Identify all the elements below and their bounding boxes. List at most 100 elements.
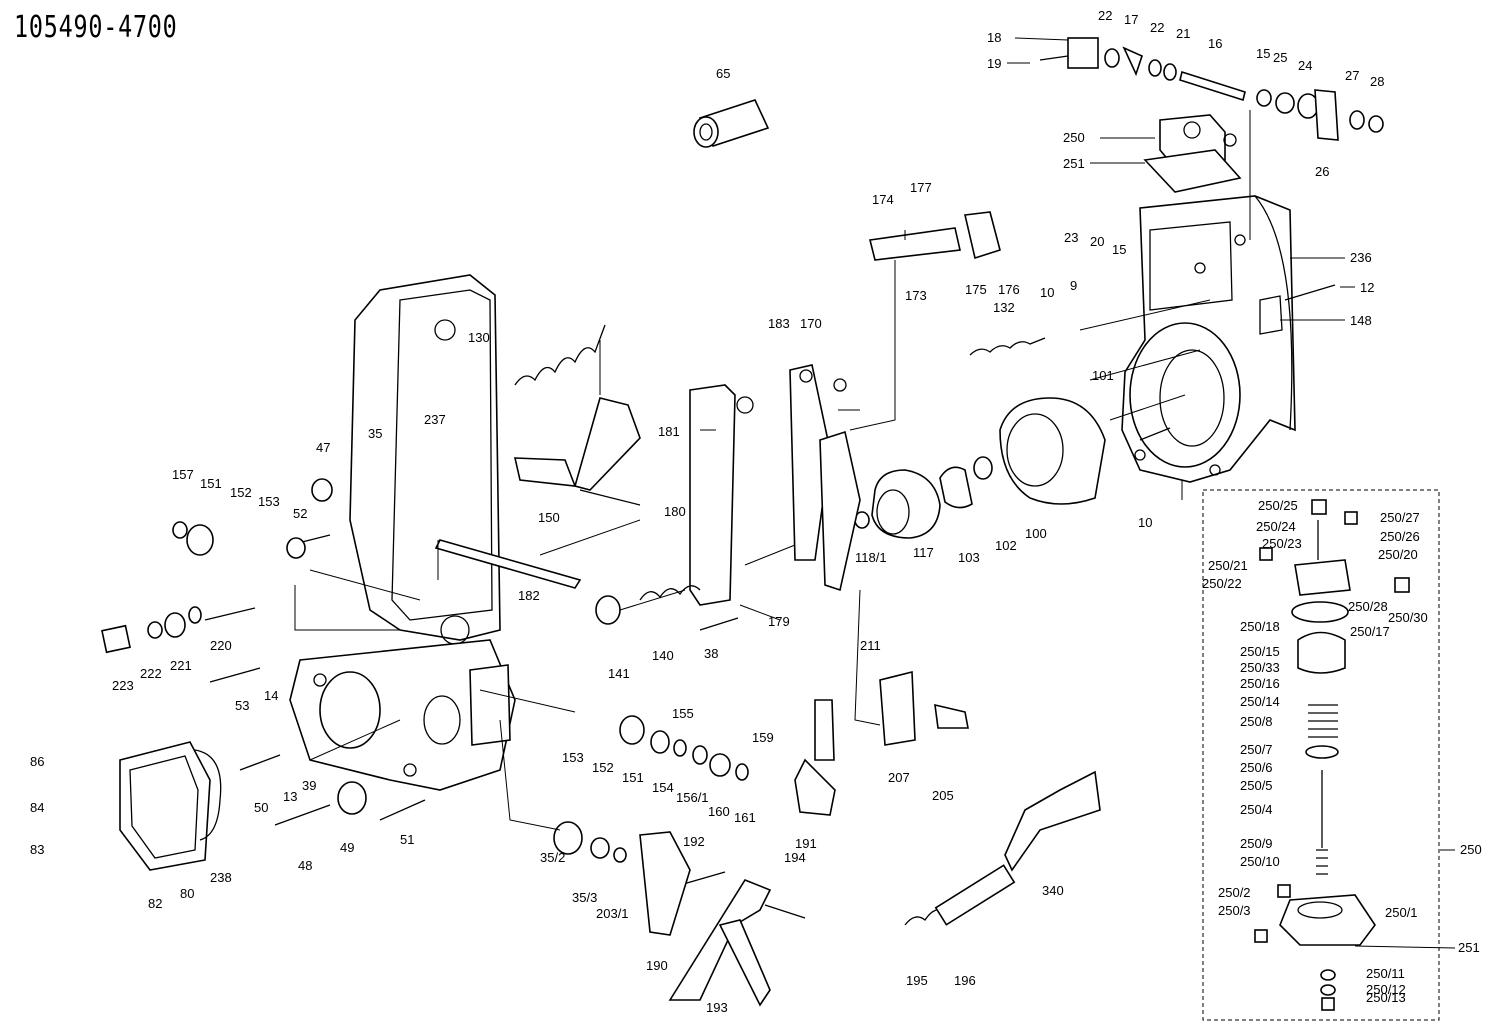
- part-label: 190: [646, 958, 668, 973]
- part-label: 250/33: [1240, 660, 1280, 675]
- assembly-250-box: [1202, 489, 1440, 1021]
- part-label: 132: [993, 300, 1015, 315]
- part-label: 161: [734, 810, 756, 825]
- part-label: 250/9: [1240, 836, 1273, 851]
- part-label: 19: [987, 56, 1001, 71]
- part-label: 238: [210, 870, 232, 885]
- part-label: 117: [913, 545, 934, 560]
- drawing-number: 105490-4700: [14, 10, 178, 45]
- part-label: 27: [1345, 68, 1359, 83]
- part-label: 175: [965, 282, 987, 297]
- bottom-parts: [553, 670, 1101, 1007]
- part-label: 25: [1273, 50, 1287, 65]
- part-label: 173: [905, 288, 927, 303]
- part-label: 250: [1460, 842, 1482, 857]
- part-label: 195: [906, 973, 928, 988]
- part-label: 150: [538, 510, 560, 525]
- part-label: 250/1: [1385, 905, 1418, 920]
- part-label: 250/12: [1366, 982, 1406, 997]
- part-label: 22: [1150, 20, 1164, 35]
- part-label: 182: [518, 588, 540, 603]
- part-label: 205: [932, 788, 954, 803]
- part-label: 251: [1063, 156, 1085, 171]
- part-label: 176: [998, 282, 1020, 297]
- part-label: 13: [283, 789, 297, 804]
- part-labels: 10 10 101 102 103 100 117 118/1 9 12 148…: [30, 8, 1482, 1015]
- part-label: 15: [1256, 46, 1270, 61]
- part-label: 22: [1098, 8, 1112, 23]
- part-label: 170: [800, 316, 822, 331]
- part-label: 251: [1458, 940, 1480, 955]
- part-label: 141: [608, 666, 630, 681]
- part-label: 118/1: [855, 550, 887, 565]
- part-label: 183: [768, 316, 790, 331]
- part-label: 250/15: [1240, 644, 1280, 659]
- part-label: 250/23: [1262, 536, 1302, 551]
- part-label: 222: [140, 666, 162, 681]
- part-label: 223: [112, 678, 134, 693]
- part-label: 65: [716, 66, 730, 81]
- coupling-sleeve: [693, 99, 770, 148]
- part-label: 28: [1370, 74, 1384, 89]
- part-label: 211: [860, 638, 881, 653]
- part-label: 250/30: [1388, 610, 1428, 625]
- part-label: 250/21: [1208, 558, 1248, 573]
- control-levers: [513, 211, 1001, 606]
- part-label: 16: [1208, 36, 1222, 51]
- part-label: 250/16: [1240, 676, 1280, 691]
- part-label: 250/11: [1366, 966, 1405, 981]
- part-label: 250/17: [1350, 624, 1390, 639]
- part-label: 153: [258, 494, 280, 509]
- part-label: 250/5: [1240, 778, 1273, 793]
- part-label: 153: [562, 750, 584, 765]
- part-label: 220: [210, 638, 232, 653]
- part-label: 250/10: [1240, 854, 1280, 869]
- part-label: 86: [30, 754, 44, 769]
- part-label: 250/24: [1256, 519, 1296, 534]
- part-label: 10: [1040, 285, 1054, 300]
- part-label: 155: [672, 706, 694, 721]
- part-label: 82: [148, 896, 162, 911]
- part-label: 181: [658, 424, 680, 439]
- part-label: 250/27: [1380, 510, 1420, 525]
- part-label: 159: [752, 730, 774, 745]
- fasteners: [101, 284, 1336, 919]
- part-label: 23: [1064, 230, 1078, 245]
- end-cover: [119, 741, 222, 871]
- part-label: 221: [170, 658, 192, 673]
- pump-housing: [289, 274, 516, 791]
- part-label: 179: [768, 614, 790, 629]
- part-label: 24: [1298, 58, 1312, 73]
- governor-housing: [1121, 195, 1296, 483]
- part-label: 180: [664, 504, 686, 519]
- part-label: 51: [400, 832, 414, 847]
- part-label: 84: [30, 800, 44, 815]
- part-label: 15: [1112, 242, 1126, 257]
- part-label: 250/22: [1202, 576, 1242, 591]
- part-label: 250/7: [1240, 742, 1273, 757]
- part-label: 35: [368, 426, 382, 441]
- part-label: 49: [340, 840, 354, 855]
- part-label: 203/1: [596, 906, 629, 921]
- part-label: 101: [1092, 368, 1114, 383]
- part-label: 10: [1138, 515, 1152, 530]
- part-label: 160: [708, 804, 730, 819]
- part-label: 156/1: [676, 790, 709, 805]
- part-label: 38: [704, 646, 718, 661]
- part-label: 196: [954, 973, 976, 988]
- part-label: 154: [652, 780, 674, 795]
- top-shaft-parts: [1039, 37, 1384, 141]
- part-label: 250/14: [1240, 694, 1280, 709]
- part-label: 35/3: [572, 890, 597, 905]
- part-label: 140: [652, 648, 674, 663]
- part-label: 100: [1025, 526, 1047, 541]
- part-label: 250/26: [1380, 529, 1420, 544]
- part-label: 151: [622, 770, 644, 785]
- part-label: 151: [200, 476, 222, 491]
- part-label: 250/8: [1240, 714, 1273, 729]
- boost-compensator-top: [1143, 114, 1242, 193]
- part-label: 250/3: [1218, 903, 1251, 918]
- part-label: 53: [235, 698, 249, 713]
- part-label: 193: [706, 1000, 728, 1015]
